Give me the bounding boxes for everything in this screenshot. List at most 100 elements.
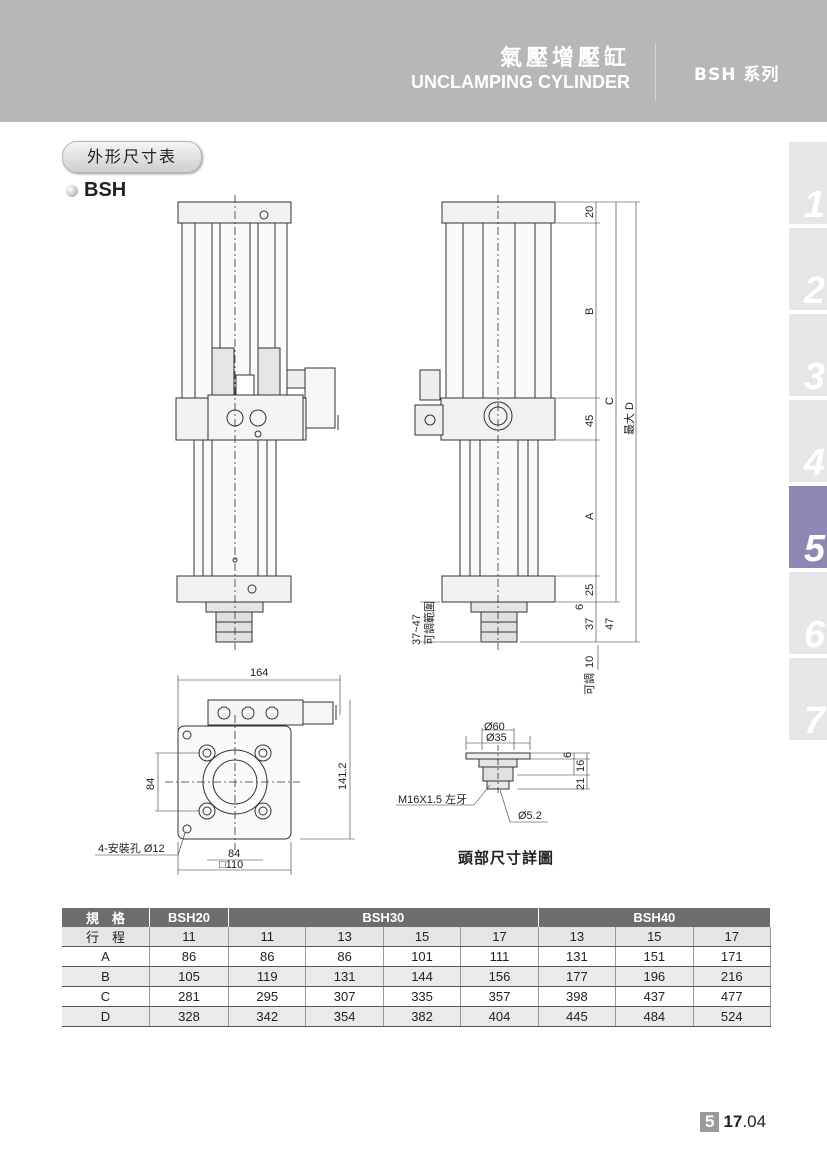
dim-164-label: 164 bbox=[250, 667, 268, 679]
table-cell: 382 bbox=[383, 1006, 462, 1027]
dim-84-label: 84 bbox=[228, 848, 240, 860]
model-name: BSH bbox=[84, 179, 127, 201]
chapter-tabs: 1 2 3 4 5 6 7 bbox=[789, 142, 827, 744]
side-view bbox=[414, 195, 640, 670]
table-cell: 335 bbox=[383, 986, 462, 1007]
table-cell: 144 bbox=[383, 966, 462, 987]
dim-h6-label: 6 bbox=[562, 752, 574, 758]
table-cell: 11 bbox=[228, 927, 307, 947]
page-minor: .04 bbox=[742, 1112, 767, 1131]
table-cell: 437 bbox=[615, 986, 694, 1007]
dim-h21-label: 21 bbox=[575, 778, 587, 790]
bottom-view bbox=[95, 675, 355, 875]
table-cell: 17 bbox=[693, 927, 772, 947]
table-cell: 17 bbox=[460, 927, 539, 947]
table-cell: 342 bbox=[228, 1006, 307, 1027]
technical-drawing: 20 B C 最大 D 45 A 25 6 37 47 10 可調 37~47 … bbox=[95, 195, 640, 875]
row-label: A bbox=[62, 946, 150, 967]
table-row: A 86 86 86 101 111 131 151 171 bbox=[62, 946, 772, 967]
header-spec: 規 格 bbox=[62, 908, 150, 927]
chapter-tab-1[interactable]: 1 bbox=[789, 142, 827, 224]
dim-6-label: 6 bbox=[574, 604, 586, 610]
dim-d52-label: Ø5.2 bbox=[518, 810, 542, 822]
dim-d-label: 最大 D bbox=[622, 402, 636, 435]
table-row: C 281 295 307 335 357 398 437 477 bbox=[62, 986, 772, 1007]
table-cell: 295 bbox=[228, 986, 307, 1007]
dim-141-label: 141.2 bbox=[337, 762, 349, 790]
head-detail-view bbox=[396, 728, 590, 823]
table-cell: 477 bbox=[693, 986, 772, 1007]
header-bsh20: BSH20 bbox=[149, 908, 229, 927]
table-cell: 484 bbox=[615, 1006, 694, 1027]
table-cell: 357 bbox=[460, 986, 539, 1007]
dim-47-label: 47 bbox=[604, 618, 616, 630]
table-cell: 111 bbox=[460, 946, 539, 967]
table-cell: 119 bbox=[228, 966, 307, 987]
table-cell: 86 bbox=[305, 946, 384, 967]
table-cell: 15 bbox=[615, 927, 694, 947]
dim-a-label: A bbox=[584, 512, 596, 520]
dim-10-label: 10 bbox=[584, 656, 596, 668]
table-cell: 86 bbox=[149, 946, 229, 967]
table-cell: 105 bbox=[149, 966, 229, 987]
stroke-label: 行 程 bbox=[62, 927, 150, 947]
table-cell: 131 bbox=[538, 946, 617, 967]
dim-37-label: 37 bbox=[584, 618, 596, 630]
table-cell: 131 bbox=[305, 966, 384, 987]
table-row: D 328 342 354 382 404 445 484 524 bbox=[62, 1006, 772, 1027]
header-bsh40: BSH40 bbox=[538, 908, 772, 927]
table-cell: 13 bbox=[538, 927, 617, 947]
table-cell: 156 bbox=[460, 966, 539, 987]
page-header: 氣壓增壓缸 UNCLAMPING CYLINDER BSH 系列 bbox=[0, 0, 827, 122]
dim-110-label: □110 bbox=[219, 859, 243, 871]
table-cell: 151 bbox=[615, 946, 694, 967]
table-cell: 524 bbox=[693, 1006, 772, 1027]
chapter-tab-7[interactable]: 7 bbox=[789, 658, 827, 740]
table-cell: 281 bbox=[149, 986, 229, 1007]
model-label: BSH bbox=[66, 179, 126, 202]
dim-d35-label: Ø35 bbox=[486, 732, 507, 744]
dim-84v-label: 84 bbox=[145, 778, 157, 790]
table-cell: 445 bbox=[538, 1006, 617, 1027]
dim-45-label: 45 bbox=[584, 415, 596, 427]
mount-hole-label: 4-安裝孔 Ø12 bbox=[98, 841, 165, 855]
table-cell: 196 bbox=[615, 966, 694, 987]
table-stroke-row: 行 程 11 11 13 15 17 13 15 17 bbox=[62, 927, 772, 947]
table-cell: 11 bbox=[149, 927, 229, 947]
table-cell: 404 bbox=[460, 1006, 539, 1027]
header-divider bbox=[655, 44, 656, 100]
chapter-tab-6[interactable]: 6 bbox=[789, 572, 827, 654]
thread-label: M16X1.5 左牙 bbox=[398, 793, 467, 806]
section-title: 外形尺寸表 bbox=[62, 141, 202, 173]
chapter-tab-3[interactable]: 3 bbox=[789, 314, 827, 396]
table-cell: 86 bbox=[228, 946, 307, 967]
table-header-row: 規 格 BSH20 BSH30 BSH40 bbox=[62, 908, 772, 927]
table-cell: 15 bbox=[383, 927, 462, 947]
table-cell: 13 bbox=[305, 927, 384, 947]
row-label: D bbox=[62, 1006, 150, 1027]
adjust-range-desc: 可調範圍 bbox=[422, 601, 436, 645]
table-cell: 328 bbox=[149, 1006, 229, 1027]
dim-h16-label: 16 bbox=[575, 760, 587, 772]
dim-d60-label: Ø60 bbox=[484, 721, 505, 733]
header-title-cn: 氣壓增壓缸 bbox=[499, 46, 630, 71]
table-cell: 216 bbox=[693, 966, 772, 987]
chapter-tab-2[interactable]: 2 bbox=[789, 228, 827, 310]
chapter-tab-4[interactable]: 4 bbox=[789, 400, 827, 482]
header-bsh30: BSH30 bbox=[228, 908, 539, 927]
header-series: BSH 系列 bbox=[694, 65, 780, 85]
row-label: B bbox=[62, 966, 150, 987]
table-cell: 307 bbox=[305, 986, 384, 1007]
head-detail-caption: 頭部尺寸詳圖 bbox=[458, 849, 555, 867]
row-label: C bbox=[62, 986, 150, 1007]
page-major: 17 bbox=[723, 1112, 743, 1131]
dim-c-label: C bbox=[604, 397, 616, 405]
table-cell: 101 bbox=[383, 946, 462, 967]
chapter-tab-5[interactable]: 5 bbox=[789, 486, 827, 568]
dim-20-label: 20 bbox=[584, 206, 596, 218]
front-view bbox=[175, 195, 339, 650]
bullet-icon bbox=[66, 184, 78, 197]
header-title-en: UNCLAMPING CYLINDER bbox=[411, 72, 630, 92]
table-row: B 105 119 131 144 156 177 196 216 bbox=[62, 966, 772, 987]
